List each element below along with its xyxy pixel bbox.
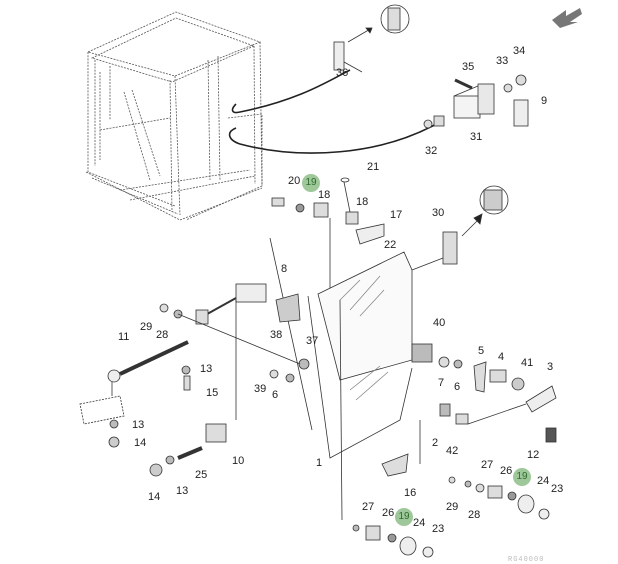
callout-18: 18: [356, 196, 369, 208]
callout-28: 28: [468, 509, 481, 521]
part-4-spacer: [489, 369, 507, 383]
part-16-handle: [381, 453, 409, 477]
callout-24: 24: [537, 475, 550, 487]
part-14-nut-b: [149, 463, 163, 477]
part-31-hinge: [453, 83, 495, 119]
part-3-handle: [525, 385, 557, 413]
part-30-block: [442, 231, 458, 265]
callout-39: 39: [254, 383, 267, 395]
callout-25: 25: [195, 469, 208, 481]
callout-33: 33: [496, 55, 509, 67]
callout-highlighted-19[interactable]: 19: [302, 174, 320, 192]
callout-2: 2: [432, 437, 439, 449]
part-13-washer-lower: [109, 419, 119, 429]
callout-21: 21: [367, 161, 380, 173]
callout-27: 27: [362, 501, 375, 513]
part-25-bolt: [177, 446, 203, 460]
callout-3: 3: [547, 361, 554, 373]
part-13-washer-c: [165, 455, 175, 465]
callout-29: 29: [446, 501, 459, 513]
callout-38: 38: [270, 329, 283, 341]
cab-frame: [85, 11, 263, 221]
callout-30: 30: [432, 207, 445, 219]
part-9-plate: [513, 99, 529, 127]
part-14-nut: [108, 436, 120, 448]
callout-13: 13: [132, 419, 145, 431]
callout-6: 6: [454, 381, 461, 393]
part-41-nut: [511, 377, 525, 391]
callout-highlighted-19[interactable]: 19: [395, 508, 413, 526]
callout-16: 16: [404, 487, 417, 499]
part-7-bolt: [438, 356, 450, 368]
callout-41: 41: [521, 357, 534, 369]
callout-26: 26: [382, 507, 395, 519]
callout-34: 34: [513, 45, 526, 57]
callout-11: 11: [118, 331, 130, 343]
callout-31: 31: [470, 131, 483, 143]
callout-8: 8: [281, 263, 288, 275]
callout-5: 5: [478, 345, 485, 357]
callout-23: 23: [551, 483, 564, 495]
callout-32: 32: [425, 145, 438, 157]
roller-stack-left: [352, 524, 434, 558]
part-12-block: [545, 427, 557, 443]
part-38-plate: [275, 293, 301, 323]
frame-fragment: [79, 395, 125, 425]
callout-36: 36: [336, 67, 349, 79]
callout-37: 37: [306, 335, 319, 347]
part-2-block: [439, 403, 451, 417]
callout-10: 10: [232, 455, 245, 467]
callout-24: 24: [413, 517, 426, 529]
callout-13: 13: [200, 363, 213, 375]
callout-42: 42: [446, 445, 459, 457]
part-40-latch: [411, 343, 433, 363]
part-5-lever: [473, 361, 487, 393]
callout-29: 29: [140, 321, 153, 333]
part-11-gas-strut: [107, 340, 189, 396]
part-34-nut: [515, 74, 527, 86]
part-42-roller: [455, 413, 469, 425]
hinge-pin-group: [271, 177, 385, 300]
part-15-bolt: [183, 375, 191, 391]
part-35-bolt: [454, 78, 473, 90]
callout-7: 7: [438, 377, 445, 389]
part-29-bolt: [159, 303, 169, 313]
callout-35: 35: [462, 61, 475, 73]
callout-14: 14: [148, 491, 161, 503]
callout-9: 9: [541, 95, 548, 107]
callout-26: 26: [500, 465, 513, 477]
callout-4: 4: [498, 351, 505, 363]
callout-18: 18: [318, 189, 331, 201]
part-37-nut: [298, 358, 310, 370]
callout-15: 15: [206, 387, 219, 399]
callout-highlighted-19[interactable]: 19: [513, 468, 531, 486]
callout-17: 17: [390, 209, 403, 221]
callout-6: 6: [272, 389, 279, 401]
part-6-washer: [285, 373, 295, 383]
leader-upper: [231, 69, 351, 114]
callout-12: 12: [527, 449, 540, 461]
callout-1: 1: [316, 457, 323, 469]
leader-lower: [228, 121, 441, 154]
callout-20: 20: [288, 175, 301, 187]
part-32-bolt: [423, 119, 433, 129]
callout-13: 13: [176, 485, 189, 497]
part-33-washer: [503, 83, 513, 93]
part-13-washer: [181, 365, 191, 375]
part-6-washer-b: [453, 359, 463, 369]
callout-28: 28: [156, 329, 169, 341]
callout-40: 40: [433, 317, 446, 329]
part-39-bolt: [269, 369, 279, 379]
part-36-pin: [333, 41, 345, 71]
nav-arrow-icon[interactable]: [552, 8, 582, 28]
roller-stack-right: [448, 476, 550, 520]
callout-14: 14: [134, 437, 147, 449]
part-8-bracket: [195, 283, 267, 325]
part-10-bracket: [205, 423, 227, 443]
callout-23: 23: [432, 523, 445, 535]
callout-27: 27: [481, 459, 494, 471]
figure-code: RG40000: [508, 556, 545, 564]
part-1-door-glass: [269, 237, 413, 459]
callout-22: 22: [384, 239, 397, 251]
